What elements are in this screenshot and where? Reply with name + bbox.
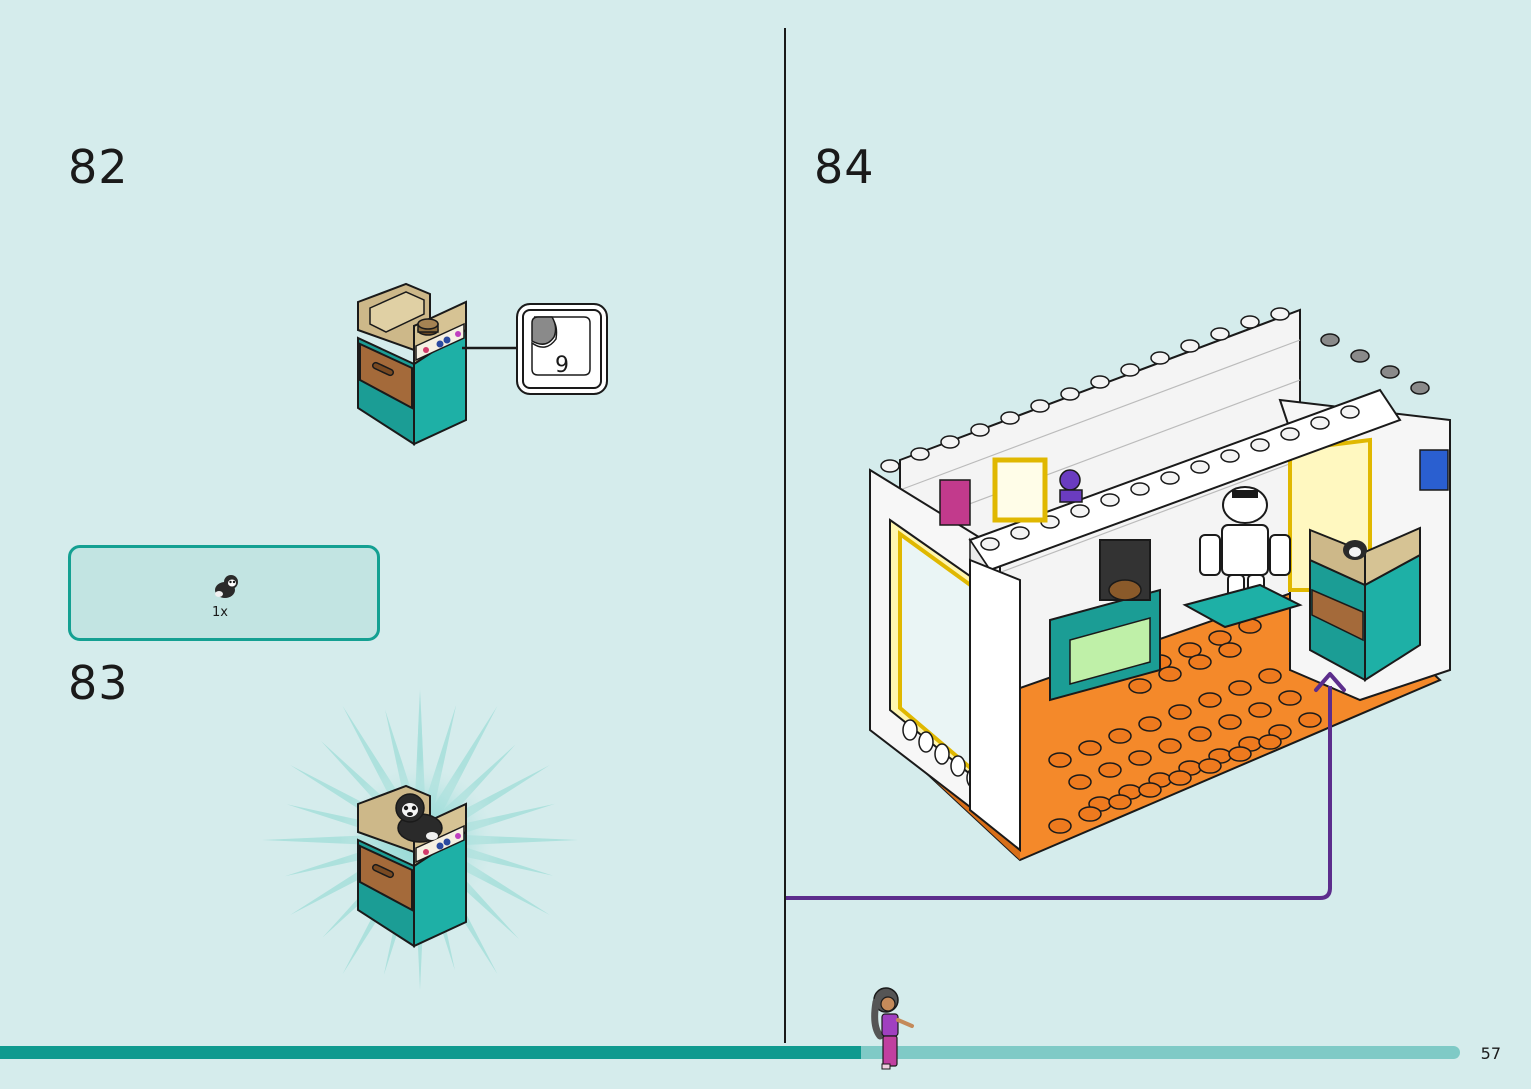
part-quantity: 1x	[212, 605, 228, 620]
instruction-progress-bar	[0, 1046, 1460, 1059]
step-number-83: 83	[68, 656, 129, 710]
placement-arrow	[786, 672, 1346, 900]
step-number-82: 82	[68, 140, 129, 194]
page-number: 57	[1480, 1044, 1501, 1063]
step-number-84: 84	[814, 140, 875, 194]
progress-fill	[0, 1046, 862, 1059]
sticker-callout-leader-line	[462, 346, 518, 350]
shop-room-model-step-84-illustration	[869, 307, 1451, 862]
cabinet-assembly-step-82-illustration	[357, 282, 467, 446]
progress-marker-figure-icon	[871, 987, 914, 1070]
sticker-number: 9	[555, 353, 569, 378]
sticker-callout-box: 9	[516, 303, 608, 395]
step-divider	[784, 28, 786, 1043]
black-white-puppy-figure-icon	[215, 575, 238, 598]
sticker-sheet-icon	[531, 316, 591, 376]
cabinet-with-puppy-step-83-illustration	[357, 784, 467, 948]
parts-list-box: 1x	[68, 545, 380, 641]
